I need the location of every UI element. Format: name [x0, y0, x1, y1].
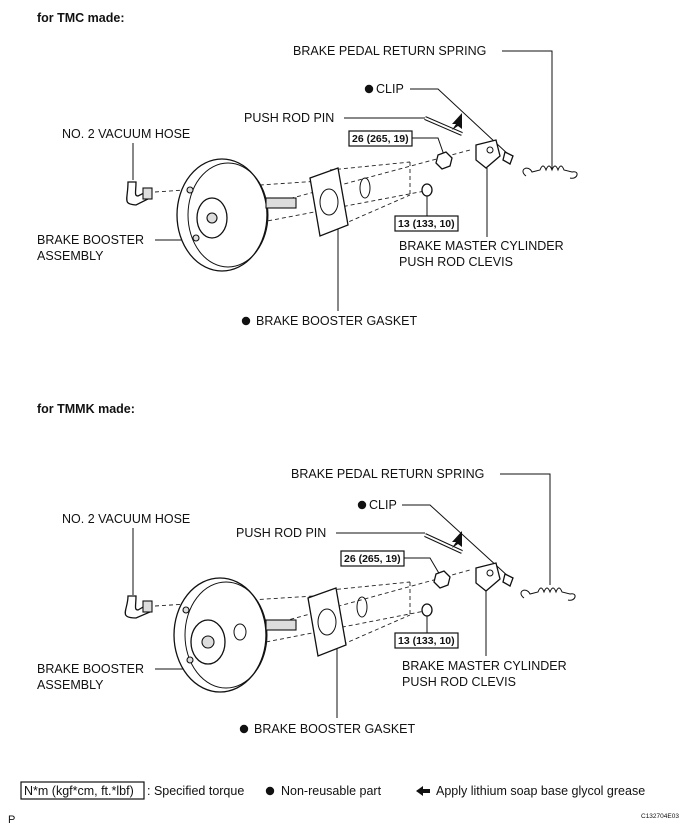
label-clevis-line1: BRAKE MASTER CYLINDER [402, 659, 567, 673]
o-ring [356, 596, 368, 618]
leader-return-spring [502, 50, 553, 170]
booster-gasket [309, 167, 349, 237]
label-clevis-line2: PUSH ROD CLEVIS [402, 675, 516, 689]
gasket-hole [317, 608, 337, 636]
nut [435, 151, 453, 170]
label-booster-line1: BRAKE BOOSTER [37, 662, 144, 676]
torque-bolt-value: 13 (133, 10) [398, 635, 455, 647]
booster-rim [187, 162, 269, 268]
nut [433, 570, 451, 589]
push-rod-clevis [475, 562, 501, 592]
o-ring [359, 177, 371, 199]
page-letter: P [8, 814, 15, 826]
torque-nut-value: 26 (265, 19) [344, 553, 401, 565]
clip [502, 151, 514, 165]
leader-torque-nut [404, 557, 441, 576]
label-vacuum-hose: NO. 2 VACUUM HOSE [62, 512, 190, 526]
clevis-hole [486, 569, 494, 577]
return-spring [522, 165, 578, 179]
torque-bolt-value: 13 (133, 10) [398, 218, 455, 230]
gasket-hole [319, 188, 339, 216]
label-booster-line2: ASSEMBLY [37, 249, 104, 263]
non-reusable-icon [265, 786, 275, 796]
label-booster-line1: BRAKE BOOSTER [37, 233, 144, 247]
non-reusable-bullet [357, 500, 367, 510]
legend-grease: Apply lithium soap base glycol grease [436, 784, 645, 798]
booster-push-rod [265, 197, 297, 209]
section-tmc: for TMC made: BRAKE PEDAL RETURN SPRING … [37, 11, 578, 328]
label-clip: CLIP [369, 498, 397, 512]
label-push-rod-pin: PUSH ROD PIN [236, 526, 326, 540]
parts-drawing [126, 113, 578, 272]
legend-torque-box [20, 781, 145, 800]
axis-line [329, 161, 411, 171]
label-booster-line2: ASSEMBLY [37, 678, 104, 692]
figure-code: C132704E03 [641, 813, 679, 820]
torque-nut-value: 26 (265, 19) [352, 133, 409, 145]
label-vacuum-hose: NO. 2 VACUUM HOSE [62, 127, 190, 141]
parts-drawing [124, 531, 576, 693]
section-tmmk: for TMMK made: BRAKE PEDAL RETURN SPRING… [37, 402, 576, 736]
label-return-spring: BRAKE PEDAL RETURN SPRING [291, 467, 484, 481]
legend: N*m (kgf*cm, ft.*lbf) : Specified torque… [20, 781, 645, 800]
booster-center [206, 212, 218, 224]
label-gasket: BRAKE BOOSTER GASKET [254, 722, 416, 736]
return-spring [520, 587, 576, 601]
label-push-rod-pin: PUSH ROD PIN [244, 111, 334, 125]
grease-arrow [452, 113, 462, 130]
label-clevis-line2: PUSH ROD CLEVIS [399, 255, 513, 269]
booster-rim [184, 581, 268, 689]
non-reusable-bullet [239, 724, 249, 734]
booster-port [233, 623, 247, 641]
axis-line [329, 581, 411, 591]
legend-torque-text: : Specified torque [147, 784, 244, 798]
legend-non-reusable: Non-reusable part [281, 784, 382, 798]
leader-return-spring [500, 473, 551, 585]
booster-stud [182, 606, 190, 614]
legend-torque-units: N*m (kgf*cm, ft.*lbf) [24, 784, 134, 798]
washer [421, 183, 433, 197]
leader-clip [410, 88, 511, 157]
washer [421, 603, 433, 617]
grease-arrow-icon [416, 786, 430, 796]
push-rod-clevis [475, 139, 501, 169]
leader-clip [402, 504, 511, 579]
leader-torque-nut [412, 137, 445, 156]
non-reusable-bullet [364, 84, 374, 94]
clip [502, 573, 514, 587]
clevis-hole [486, 146, 494, 154]
booster-gasket [307, 587, 347, 657]
label-gasket: BRAKE BOOSTER GASKET [256, 314, 418, 328]
push-rod-pin-highlight [424, 117, 463, 135]
label-clip: CLIP [376, 82, 404, 96]
label-clevis-line1: BRAKE MASTER CYLINDER [399, 239, 564, 253]
section-heading: for TMC made: [37, 11, 125, 25]
label-return-spring: BRAKE PEDAL RETURN SPRING [293, 44, 486, 58]
hose-clamp [142, 600, 153, 613]
grease-arrow [452, 531, 462, 548]
booster-stud [186, 656, 194, 664]
non-reusable-bullet [241, 316, 251, 326]
section-heading: for TMMK made: [37, 402, 135, 416]
booster-center [201, 635, 215, 649]
booster-stud [186, 186, 194, 194]
push-rod-pin-highlight [424, 534, 463, 553]
hose-clamp [142, 187, 153, 200]
booster-push-rod [265, 619, 297, 631]
booster-stud [192, 234, 200, 242]
